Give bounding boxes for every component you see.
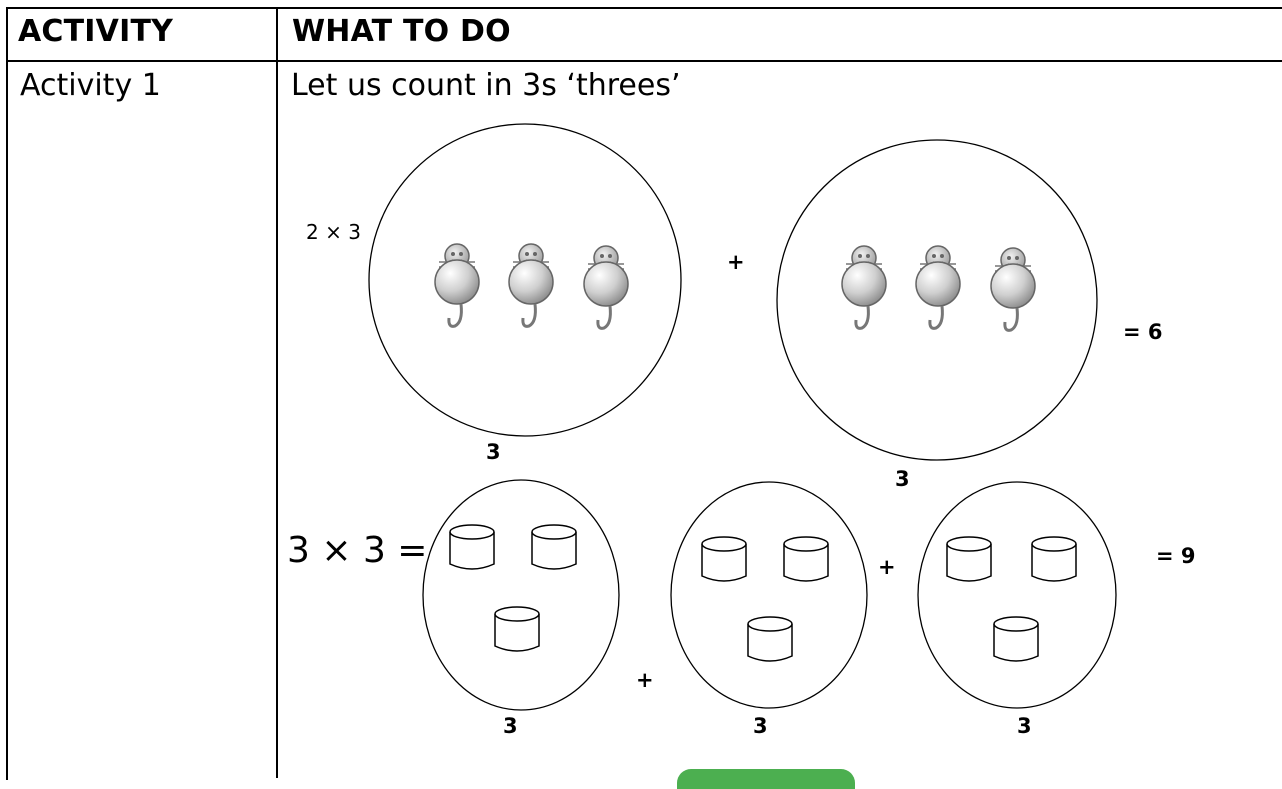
- activity-table: [6, 7, 1282, 780]
- header-what-to-do: WHAT TO DO: [292, 14, 511, 49]
- result-6: = 6: [1123, 320, 1163, 344]
- cylinder-icon: [449, 524, 495, 570]
- cylinder-icon: [1031, 536, 1077, 582]
- plus-sign-3: +: [878, 555, 896, 579]
- instruction-text: Let us count in 3s ‘threes’: [291, 68, 681, 103]
- cylinder-icon: [531, 524, 577, 570]
- header-activity: ACTIVITY: [18, 14, 174, 49]
- plus-sign-1: +: [727, 250, 745, 274]
- expression-3x3: 3 × 3 =: [287, 530, 428, 571]
- cat-icon: [582, 244, 630, 330]
- column-divider: [276, 7, 278, 778]
- group-circle-3: [422, 479, 620, 711]
- cylinder-icon: [993, 616, 1039, 662]
- result-9: = 9: [1156, 544, 1196, 568]
- group-label-1: 3: [486, 440, 501, 464]
- group-label-3: 3: [503, 714, 518, 738]
- cylinder-icon: [783, 536, 829, 582]
- group-label-2: 3: [895, 467, 910, 491]
- group-circle-1: [368, 123, 682, 437]
- cat-icon: [433, 242, 481, 328]
- cat-icon: [914, 244, 962, 330]
- group-label-4: 3: [753, 714, 768, 738]
- header-divider: [6, 60, 1282, 62]
- cylinder-icon: [494, 606, 540, 652]
- cylinder-icon: [747, 616, 793, 662]
- cat-icon: [840, 244, 888, 330]
- group-circle-4: [670, 481, 868, 709]
- expression-2x3: 2 × 3: [306, 220, 361, 244]
- plus-sign-2: +: [636, 668, 654, 692]
- cylinder-icon: [701, 536, 747, 582]
- activity-label: Activity 1: [20, 68, 161, 103]
- cat-icon: [989, 246, 1037, 332]
- cat-icon: [507, 242, 555, 328]
- green-tab[interactable]: [677, 769, 855, 789]
- group-circle-5: [917, 481, 1117, 709]
- cylinder-icon: [946, 536, 992, 582]
- group-circle-2: [776, 139, 1098, 461]
- group-label-5: 3: [1017, 714, 1032, 738]
